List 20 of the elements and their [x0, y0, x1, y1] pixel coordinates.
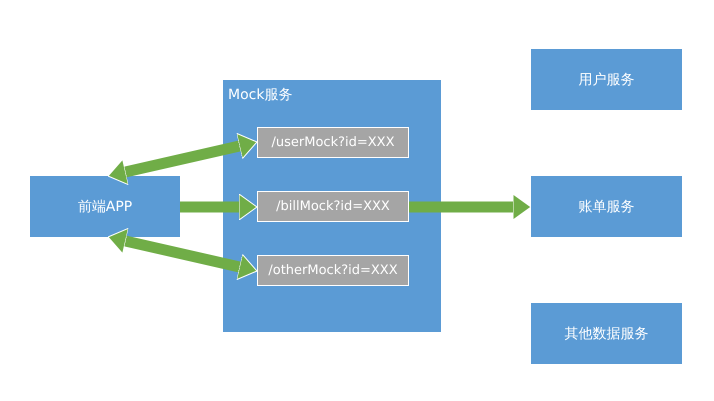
box-label: 用户服务	[578, 70, 634, 88]
frontend-box	[30, 176, 180, 237]
arrow	[409, 194, 532, 220]
box-label: /otherMock?id=XXX	[268, 263, 398, 278]
panel-title: Mock服务	[228, 86, 292, 104]
endpoint-box	[257, 255, 409, 286]
service-box	[531, 303, 682, 364]
box-label: 其他数据服务	[564, 324, 648, 342]
service-box	[531, 49, 682, 110]
service-box	[531, 176, 682, 237]
endpoint-box	[257, 127, 409, 158]
double-arrow	[108, 228, 258, 280]
box-label: /userMock?id=XXX	[272, 135, 394, 150]
double-arrow	[108, 132, 258, 186]
endpoint-box	[257, 191, 409, 222]
box-label: 账单服务	[578, 198, 634, 216]
arrow	[180, 194, 258, 220]
mock-service-panel	[223, 80, 441, 332]
box-label: /billMock?id=XXX	[276, 199, 390, 214]
box-label: 前端APP	[78, 198, 132, 216]
